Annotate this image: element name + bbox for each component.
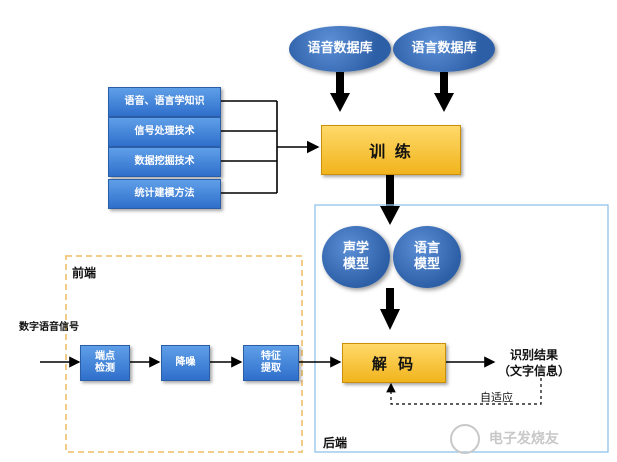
endpoint-detection-box: 端点 检测 bbox=[80, 345, 130, 381]
frontend-title: 前端 bbox=[72, 266, 97, 280]
adapt-feedback-path bbox=[386, 378, 542, 405]
knowledge-linguistics: 语音、语言学知识 bbox=[108, 87, 221, 117]
watermark-logo: 电子发烧友 bbox=[450, 424, 559, 454]
models-to-decode-arrow bbox=[380, 288, 400, 330]
feature-extraction-box: 特征 提取 bbox=[243, 345, 299, 381]
knowledge-statistical-modeling: 统计建模方法 bbox=[108, 179, 221, 209]
watermark-icon bbox=[450, 424, 480, 454]
db-language-arrow bbox=[434, 72, 454, 112]
watermark-text: 电子发烧友 bbox=[488, 431, 559, 447]
noise-reduction-box: 降噪 bbox=[161, 345, 210, 381]
language-model: 语言 模型 bbox=[393, 226, 461, 288]
adapt-label: 自适应 bbox=[480, 391, 513, 404]
db-speech-arrow bbox=[330, 72, 350, 112]
training-to-models-arrow bbox=[380, 175, 400, 225]
language-database: 语言数据库 bbox=[393, 26, 495, 72]
knowledge-bracket bbox=[219, 100, 320, 194]
backend-title: 后端 bbox=[323, 436, 348, 450]
frontend-dashed-box bbox=[65, 255, 303, 453]
knowledge-signal-processing: 信号处理技术 bbox=[108, 117, 221, 147]
input-signal-label: 数字语音信号 bbox=[19, 322, 79, 333]
training-box: 训 练 bbox=[321, 125, 461, 175]
acoustic-model: 声学 模型 bbox=[322, 226, 390, 288]
knowledge-data-mining: 数据挖掘技术 bbox=[108, 147, 221, 177]
decode-box: 解 码 bbox=[342, 343, 446, 383]
speech-database: 语音数据库 bbox=[289, 26, 391, 72]
recognition-result: 识别结果 （文字信息） bbox=[498, 348, 571, 378]
